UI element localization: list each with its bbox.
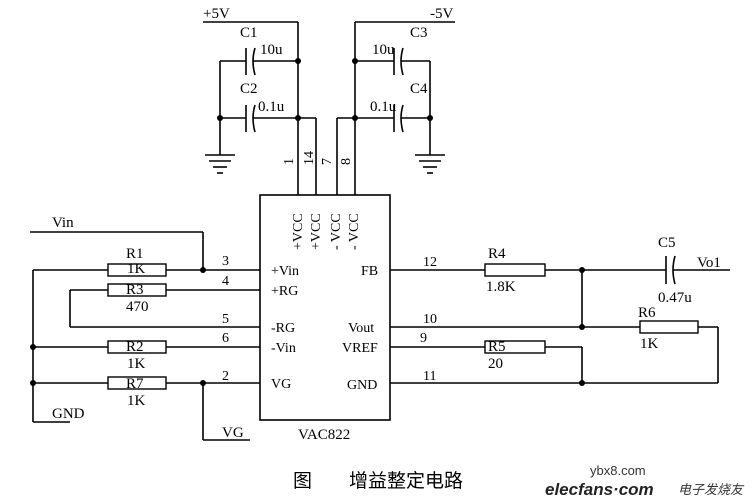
pos-rail-label: +5V (203, 6, 230, 22)
top-label-vcc-1: +VCC (291, 213, 306, 250)
r7-value: 1K (127, 393, 146, 409)
watermark-brand: elecfans·com (545, 480, 654, 499)
c1-ref: C1 (240, 25, 258, 41)
pin-2: 2 (222, 369, 229, 384)
right-output-network: R4 1.8K C5 0.47u Vo1 R6 1K R5 20 (390, 235, 730, 386)
r4-value: 1.8K (486, 279, 516, 295)
vo1-label: Vo1 (697, 255, 721, 271)
left-label-vg: VG (271, 377, 291, 392)
top-pin-7: 7 (320, 158, 335, 165)
c5-value: 0.47u (658, 290, 692, 306)
left-input-network: Vin R1 1K R3 470 R2 1K R7 1K GND (30, 215, 260, 441)
top-pin-14: 14 (302, 151, 317, 165)
negative-supply-section: -5V C3 10u C4 0.1u (336, 6, 455, 195)
c4-ref: C4 (410, 81, 428, 97)
c1-value: 10u (260, 42, 283, 58)
pin-4: 4 (222, 274, 229, 289)
watermark-cn: 电子发烧友 (678, 483, 745, 498)
caption-title: 增益整定电路 (349, 470, 463, 492)
pin-3: 3 (222, 254, 229, 269)
ground-symbol-left (205, 154, 235, 174)
right-label-vref: VREF (342, 341, 378, 356)
r4-body (484, 263, 546, 277)
r6-ref: R6 (638, 305, 656, 321)
top-label-vcc-8: - VCC (347, 213, 362, 250)
gnd-label: GND (52, 406, 85, 422)
positive-supply-section: +5V C1 10u C2 0.1u (203, 6, 317, 195)
r2-value: 1K (127, 356, 146, 372)
r3-value: 470 (126, 299, 149, 315)
left-label-pvin: +Vin (271, 264, 299, 279)
right-label-gnd: GND (347, 378, 377, 393)
r5-ref: R5 (488, 339, 506, 355)
left-label-prg: +RG (271, 284, 298, 299)
r6-value: 1K (640, 336, 659, 352)
top-pin-1: 1 (282, 158, 297, 165)
vg-label: VG (222, 425, 244, 441)
top-label-vcc-7: - VCC (329, 213, 344, 250)
r1-ref: R1 (126, 246, 144, 262)
ground-symbol-right (415, 154, 445, 174)
chip-body (259, 194, 391, 421)
r4-ref: R4 (488, 246, 506, 262)
elecfans-watermark: ybx8.com elecfans·com 电子发烧友 (545, 463, 745, 499)
neg-rail-label: -5V (430, 6, 453, 22)
watermark-site: ybx8.com (590, 463, 646, 478)
pin-10: 10 (423, 312, 437, 327)
vin-label: Vin (52, 215, 74, 231)
c2-ref: C2 (240, 81, 258, 97)
left-label-nvin: -Vin (271, 341, 296, 356)
c3-ref: C3 (410, 25, 428, 41)
r7-ref: R7 (126, 376, 144, 392)
pin-5: 5 (222, 312, 229, 327)
r2-ref: R2 (126, 339, 144, 355)
r3-ref: R3 (126, 282, 144, 298)
c5-ref: C5 (658, 235, 676, 251)
pin-9: 9 (420, 331, 427, 346)
r1-value: 1K (127, 261, 146, 277)
r6-body (639, 320, 699, 334)
chip-name: VAC822 (298, 427, 350, 443)
c4-value: 0.1u (370, 99, 397, 115)
right-label-fb: FB (361, 264, 378, 279)
left-label-nrg: -RG (271, 321, 295, 336)
c2-value: 0.1u (258, 99, 285, 115)
vac822-chip: 1 14 7 8 +VCC +VCC - VCC - VCC +Vin +RG … (259, 151, 391, 443)
top-pin-8: 8 (339, 158, 354, 165)
r5-value: 20 (488, 356, 503, 372)
pin-6: 6 (222, 331, 229, 346)
right-label-vout: Vout (348, 321, 374, 336)
c3-value: 10u (372, 42, 395, 58)
pin-12: 12 (423, 255, 437, 270)
top-label-vcc-14: +VCC (309, 213, 324, 250)
pin-11: 11 (423, 369, 436, 384)
caption-prefix: 图 (293, 471, 312, 492)
